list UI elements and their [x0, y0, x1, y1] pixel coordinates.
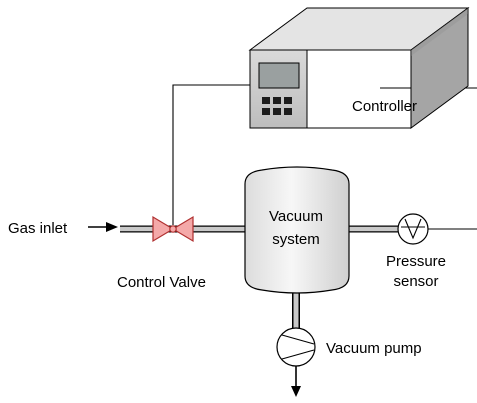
controller-output-wire [172, 84, 250, 225]
vacuum-system-label-line1: Vacuum [269, 208, 323, 225]
pressure-sensor-label-line1: Pressure [386, 253, 446, 270]
control-valve-icon [152, 215, 194, 243]
vacuum-chamber-icon [244, 166, 350, 294]
controller-keypad [262, 97, 292, 115]
controller-display [258, 62, 300, 89]
arrow-right-icon [88, 222, 118, 232]
controller-label: Controller [352, 98, 417, 115]
control-valve-label: Control Valve [117, 274, 206, 291]
arrow-down-icon [291, 366, 301, 397]
gas-inlet-label: Gas inlet [8, 220, 68, 237]
pressure-sensor-label-line2: sensor [393, 273, 438, 290]
vacuum-pump-icon [276, 327, 316, 367]
pressure-sensor-icon [397, 213, 429, 245]
vacuum-pump-label: Vacuum pump [326, 340, 422, 357]
vacuum-system-label-line2: system [272, 231, 320, 248]
controller-unit-icon [248, 7, 470, 129]
